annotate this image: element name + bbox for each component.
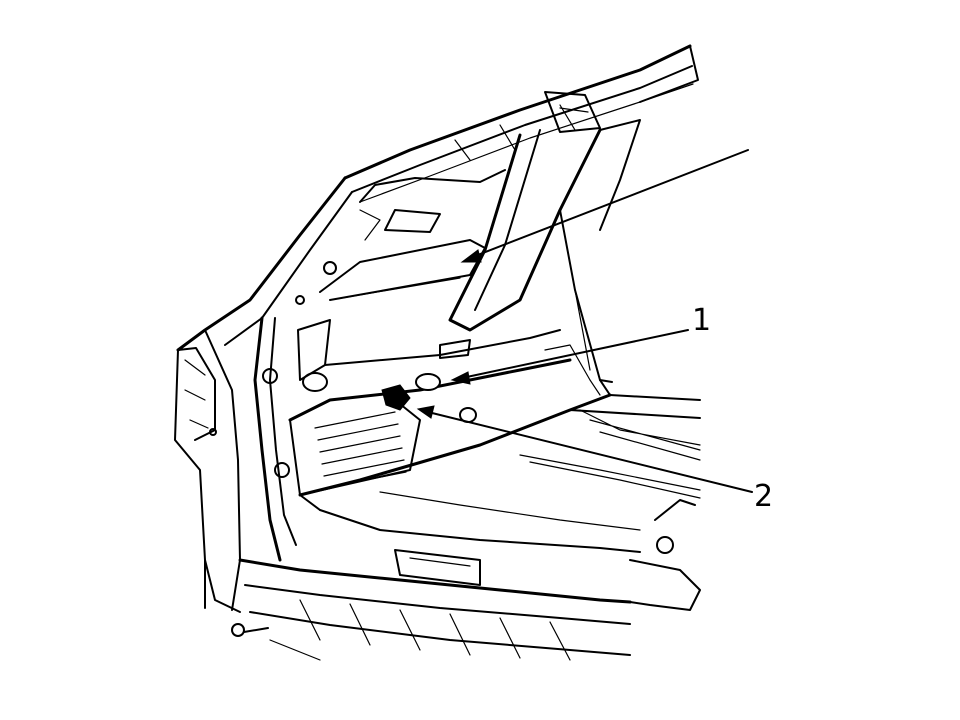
- quarter-window-opening: [295, 169, 506, 305]
- callout-label-1: 1: [692, 303, 712, 338]
- d-pillar: [174, 176, 353, 613]
- leader-lines: [416, 149, 753, 493]
- callout-label-2: 2: [754, 479, 774, 514]
- rear-sill: [231, 549, 701, 661]
- cargo-floor: [298, 393, 701, 554]
- roof-rail: [343, 44, 699, 203]
